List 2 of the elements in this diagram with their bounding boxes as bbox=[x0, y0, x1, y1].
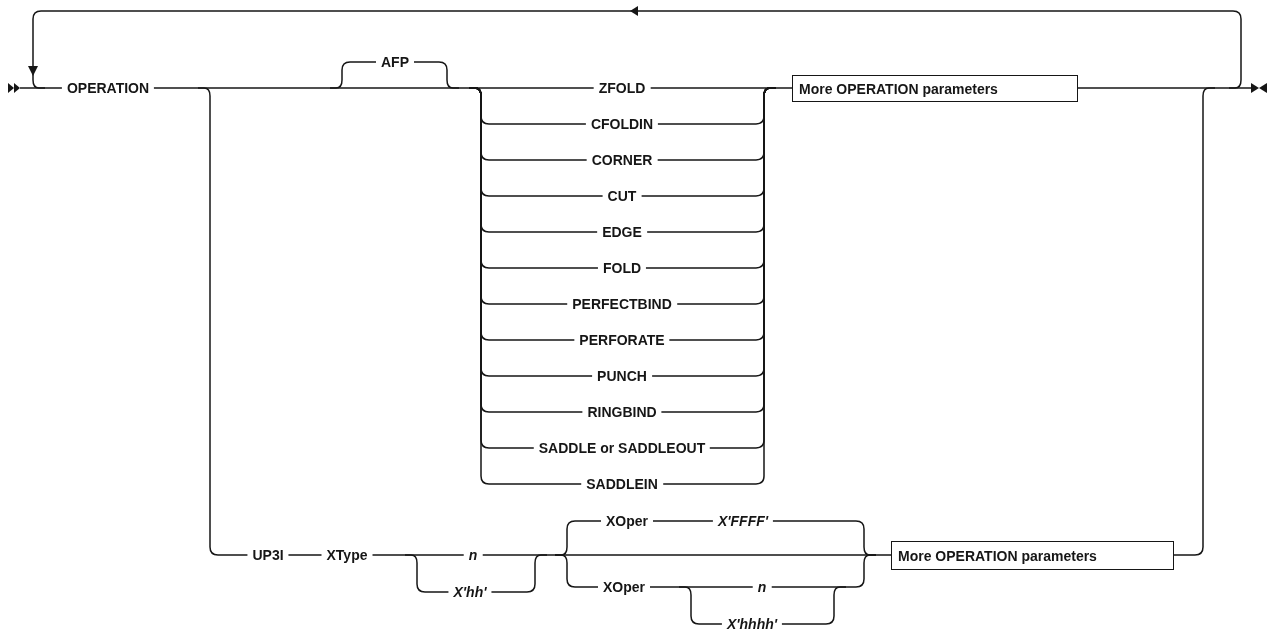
syntax-fragment-box: More OPERATION parameters bbox=[891, 541, 1174, 570]
syntax-fragment-box: More OPERATION parameters bbox=[792, 75, 1078, 102]
